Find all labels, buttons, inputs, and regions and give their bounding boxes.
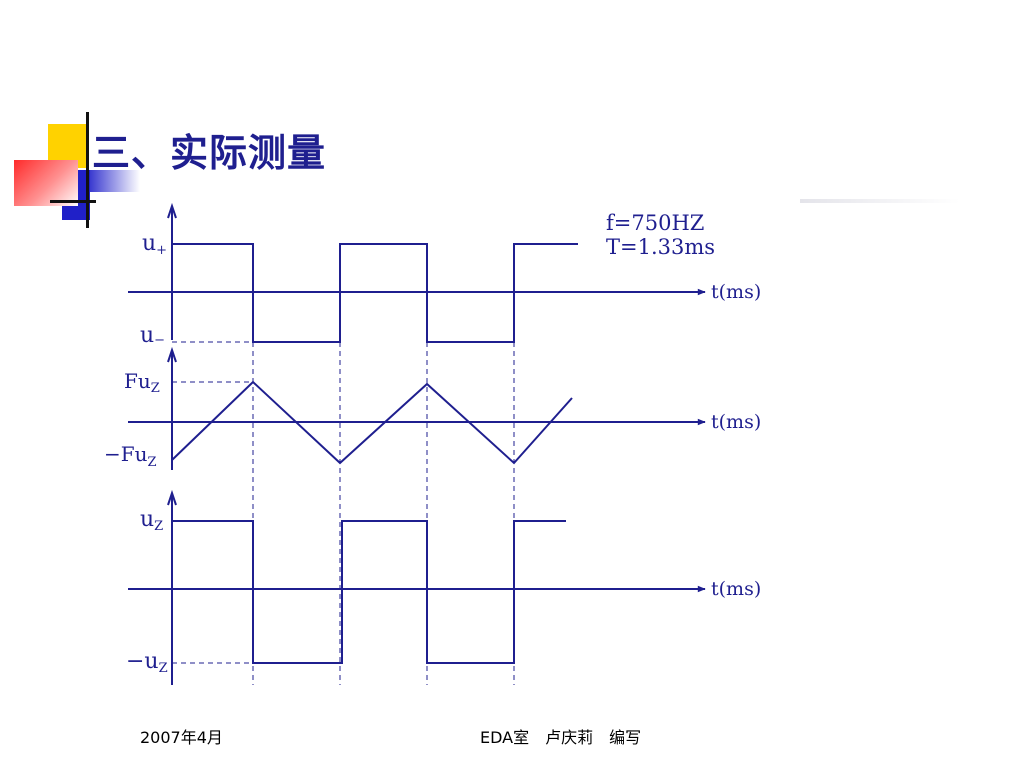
label-f-uz: FuZ	[124, 369, 160, 396]
t-axis-2-label: t(ms)	[711, 411, 761, 433]
label-neg-f-uz: −FuZ	[104, 442, 157, 470]
square-wave-output	[172, 243, 578, 343]
label-neg-uz: −uZ	[126, 649, 168, 676]
triangle-wave	[171, 380, 573, 465]
deco-vertical-line	[86, 112, 89, 228]
param-period: T=1.33ms	[606, 235, 715, 259]
footer-date: 2007年4月	[140, 728, 223, 747]
slide-title: 三、实际测量	[92, 130, 327, 175]
deco-horizontal-line	[50, 200, 96, 203]
label-u-plus: u+	[142, 231, 167, 258]
param-frequency: f=750HZ	[606, 211, 704, 235]
t-axis-3-label: t(ms)	[711, 578, 761, 600]
deco-red-gradient	[14, 160, 78, 206]
footer-author: EDA室 卢庆莉 编写	[480, 728, 642, 747]
deco-blue-fade-bar	[90, 170, 140, 192]
title-rule	[800, 199, 960, 203]
square-wave-uz	[172, 520, 566, 664]
label-u-minus: u−	[140, 323, 165, 348]
t-axis-1-label: t(ms)	[711, 281, 761, 303]
y-axis-2-arrow	[167, 346, 177, 363]
y-axis-3-arrow	[167, 489, 177, 506]
label-uz: uZ	[140, 507, 163, 534]
y-axis-1-arrow	[167, 202, 177, 219]
